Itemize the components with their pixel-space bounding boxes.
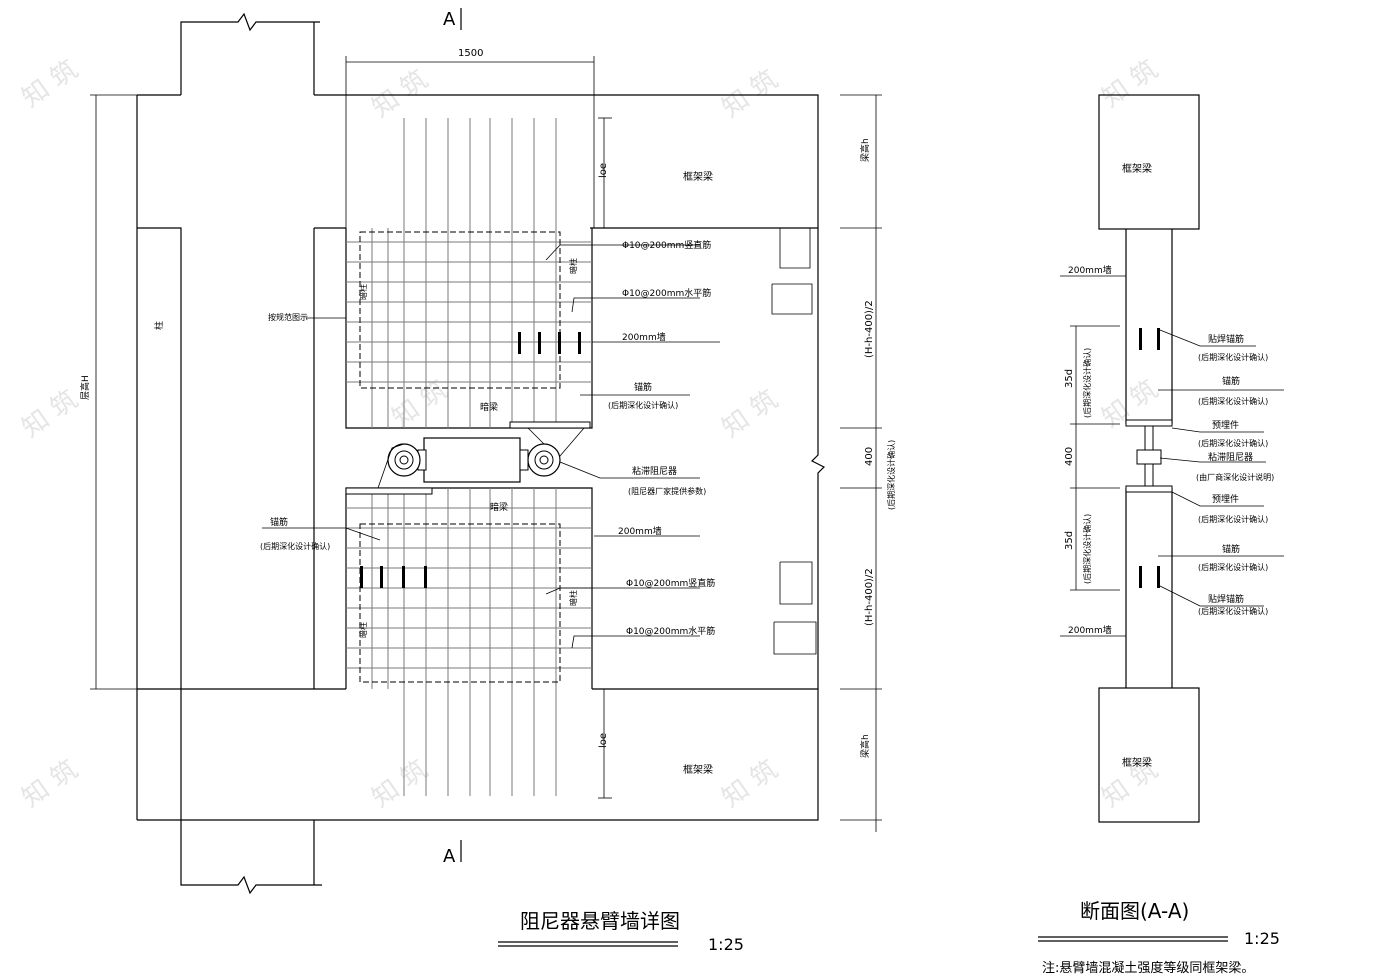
section-wall-bottom: 200mm墙	[1068, 624, 1112, 636]
edge-note-label: 按规范图示	[268, 312, 308, 322]
section-label-3-note: (后期深化设计确认)	[1198, 438, 1268, 448]
svg-text:知 筑: 知 筑	[17, 385, 84, 444]
total-height-label: 层高H	[79, 375, 91, 400]
section-label-6-note: (后期深化设计确认)	[1198, 562, 1268, 572]
section-label-1-note: (后期深化设计确认)	[1198, 352, 1268, 362]
column-label: 柱	[153, 321, 165, 330]
section-dim-35d-top-note: (后期深化设计确认)	[1082, 348, 1092, 418]
svg-text:知 筑: 知 筑	[367, 65, 434, 124]
svg-text:知 筑: 知 筑	[367, 755, 434, 814]
section-frame-beam-bottom: 框架梁	[1122, 756, 1152, 769]
section-leaders	[1158, 329, 1284, 607]
lower-rebar-grid	[346, 488, 592, 796]
section-title: 断面图(A-A)	[1080, 899, 1189, 923]
viscous-damper	[377, 427, 585, 489]
watermark-layer: 知 筑 知 筑 知 筑 知 筑 知 筑 知 筑 知 筑 知 筑 知 筑 知 筑 …	[17, 55, 1164, 814]
upper-wall-label: 200mm墙	[622, 331, 666, 343]
upper-horizontal-bar-label: Φ10@200mm水平筋	[622, 287, 711, 299]
svg-text:知 筑: 知 筑	[1097, 55, 1164, 114]
lower-wall-label: 200mm墙	[618, 525, 662, 537]
dim-lower-wall-label: (H-h-400)/2	[864, 568, 875, 626]
section-marker-bottom: A	[443, 846, 456, 867]
dim-gap-note: (后期深化设计确认)	[886, 440, 896, 510]
section-note: 注:悬臂墙混凝土强度等级同框架梁。	[1042, 960, 1254, 976]
upper-vertical-bar-label: Φ10@200mm竖直筋	[622, 239, 711, 251]
section-label-7: 贴焊锚筋	[1208, 593, 1244, 605]
dark-beam-upper-label: 暗梁	[480, 401, 498, 413]
plan-outline	[136, 12, 826, 895]
dark-column-label-3: 暗柱	[568, 590, 578, 606]
dim-width-label: 1500	[458, 48, 483, 59]
svg-text:知 筑: 知 筑	[717, 65, 784, 124]
dim-gap-label: 400	[864, 447, 875, 466]
lower-anchor-note: (后期深化设计确认)	[260, 541, 330, 551]
svg-text:知 筑: 知 筑	[17, 755, 84, 814]
loe-top-label: loe	[598, 163, 609, 178]
section-dim-35d-bottom: 35d	[1064, 531, 1075, 550]
section-label-7-note: (后期深化设计确认)	[1198, 606, 1268, 616]
plan-leaders	[262, 244, 720, 649]
damper-label: 粘滞阻尼器	[632, 465, 677, 477]
svg-text:知 筑: 知 筑	[17, 55, 84, 114]
plan-scale: 1:25	[708, 935, 744, 954]
beam-height-bottom-label: 梁高h	[859, 734, 871, 758]
svg-text:知 筑: 知 筑	[387, 375, 454, 434]
dark-column-label-4: 暗柱	[358, 622, 368, 638]
upper-rebar-grid	[346, 118, 592, 428]
lower-horizontal-bar-label: Φ10@200mm水平筋	[626, 625, 715, 637]
section-label-2-note: (后期深化设计确认)	[1198, 396, 1268, 406]
section-label-5: 预埋件	[1212, 493, 1239, 505]
section-label-4-note: (由厂商深化设计说明)	[1196, 472, 1274, 482]
svg-text:知 筑: 知 筑	[717, 385, 784, 444]
section-scale: 1:25	[1244, 929, 1280, 948]
upper-anchor-note: (后期深化设计确认)	[608, 400, 678, 410]
dark-column-label-1: 暗柱	[358, 284, 368, 300]
stirrup-symbols	[771, 227, 817, 655]
section-label-5-note: (后期深化设计确认)	[1198, 514, 1268, 524]
section-dim-35d-top: 35d	[1064, 369, 1075, 388]
dark-column-label-2: 暗柱	[568, 258, 578, 274]
section-label-4: 粘滞阻尼器	[1208, 451, 1253, 463]
damper-note: (阻尼器厂家提供参数)	[628, 486, 706, 496]
section-marker-top: A	[443, 9, 456, 30]
beam-height-top-label: 梁高h	[859, 138, 871, 162]
dim-upper-wall-label: (H-h-400)/2	[864, 300, 875, 358]
section-dimensions	[1060, 275, 1126, 637]
section-label-6: 锚筋	[1222, 543, 1240, 555]
svg-text:知 筑: 知 筑	[717, 755, 784, 814]
section-label-2: 锚筋	[1222, 375, 1240, 387]
section-label-1: 贴焊锚筋	[1208, 333, 1244, 345]
frame-beam-top-label: 框架梁	[683, 170, 713, 183]
embedded-plates	[345, 332, 591, 588]
section-dim-400: 400	[1064, 447, 1075, 466]
section-label-3: 预埋件	[1212, 419, 1239, 431]
lower-vertical-bar-label: Φ10@200mm竖直筋	[626, 577, 715, 589]
section-wall-top: 200mm墙	[1068, 264, 1112, 276]
frame-beam-bottom-label: 框架梁	[683, 763, 713, 776]
section-frame-beam-top: 框架梁	[1122, 162, 1152, 175]
plan-title: 阻尼器悬臂墙详图	[520, 909, 680, 933]
section-outline	[1098, 94, 1200, 823]
section-dim-35d-bottom-note: (后期深化设计确认)	[1082, 514, 1092, 584]
upper-anchor-label: 锚筋	[634, 381, 652, 393]
plan-dimensions	[90, 56, 882, 832]
lower-anchor-label: 锚筋	[270, 516, 288, 528]
dark-beam-lower-label: 暗梁	[490, 501, 508, 513]
loe-bottom-label: loe	[598, 733, 609, 748]
